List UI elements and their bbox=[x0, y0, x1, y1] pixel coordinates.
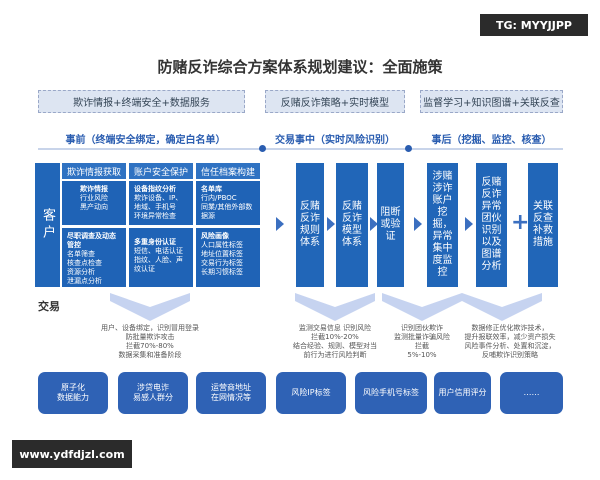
client-label: 客户 bbox=[35, 163, 60, 287]
capability-box: 风险IP标签 bbox=[276, 372, 346, 414]
capability-box: 风险手机号标签 bbox=[355, 372, 427, 414]
cell-title: 欺诈情报 bbox=[80, 185, 108, 193]
chevron-down-icon bbox=[462, 293, 542, 321]
timeline bbox=[38, 148, 563, 150]
cell-title: 尽职调查及动态管控 bbox=[67, 232, 116, 249]
phase-during: 交易事中（实时风险识别） bbox=[275, 135, 395, 146]
grid-cell: 设备指纹分析欺诈设备、IP、地域、手机号环境异常检查 bbox=[129, 181, 193, 225]
cell-title: 风险画像 bbox=[201, 232, 229, 240]
capability-box: 用户信用评分 bbox=[434, 372, 491, 414]
arrow-right-icon bbox=[370, 217, 378, 231]
cell-title: 多重身份认证 bbox=[134, 238, 176, 246]
cell-line: 资源分析 bbox=[67, 268, 95, 276]
watermark-bottom: www.ydfdjzl.com bbox=[12, 440, 132, 468]
arrow-right-icon bbox=[465, 217, 473, 231]
transaction-label: 交易 bbox=[38, 300, 60, 313]
top-box-during: 反赌反诈策略+实时模型 bbox=[265, 90, 405, 113]
page-title: 防赌反诈综合方案体系规划建议：全面施策 bbox=[157, 58, 443, 76]
column-header: 账户安全保护 bbox=[129, 163, 193, 179]
pillar-rules: 反赌反诈规则体系 bbox=[296, 163, 324, 287]
watermark-top: TG: MYYJJPP bbox=[480, 14, 588, 36]
pillar-graph: 反赌反诈异常团伙识别以及图谱分析 bbox=[476, 163, 507, 287]
note-during: 监测交易信息 识别风险拦截10%-20%结合经验、规则、模型对当前行为进行风险判… bbox=[293, 324, 377, 359]
timeline-dot bbox=[259, 145, 266, 152]
pillar-mining: 涉赌涉诈账户挖掘，异常集中度监控 bbox=[427, 163, 458, 287]
cell-line: 短信、电话认证 bbox=[134, 247, 183, 255]
capability-box-more: …… bbox=[500, 372, 563, 414]
capability-box: 运营商地址在网情况等 bbox=[196, 372, 266, 414]
cell-line: 同業/其他外部数据源 bbox=[201, 203, 253, 220]
arrow-right-icon bbox=[327, 217, 335, 231]
grid-cell: 欺诈情报行业风险黑产动向 bbox=[62, 181, 126, 225]
cell-line: 行内/PBOC bbox=[201, 194, 237, 202]
note-post: 数据修正优化欺诈技术，提升报联效率，减少资产损失风险事件分析、处置和沉淀，反哺欺… bbox=[464, 324, 556, 359]
grid-cell: 多重身份认证短信、电话认证指纹、人脸、声纹认证 bbox=[129, 228, 193, 287]
cell-line: 黑产动向 bbox=[80, 203, 108, 211]
timeline-dot bbox=[405, 145, 412, 152]
cell-line: 环境异常检查 bbox=[134, 212, 176, 220]
grid-cell: 尽职调查及动态管控名单筛查核查点检查资源分析泄漏点分析 bbox=[62, 228, 126, 287]
pillar-models: 反赌反诈模型体系 bbox=[336, 163, 368, 287]
chevron-down-icon bbox=[382, 293, 462, 321]
arrow-right-icon bbox=[276, 217, 284, 231]
cell-line: 名单筛查 bbox=[67, 250, 95, 258]
capability-box: 涉贷电诈易感人群分 bbox=[118, 372, 188, 414]
cell-line: 指纹、人脸、声纹认证 bbox=[134, 256, 183, 273]
column-header: 信任档案构建 bbox=[196, 163, 260, 179]
cell-line: 交易行为标签 bbox=[201, 259, 243, 267]
capability-box: 原子化数据能力 bbox=[38, 372, 108, 414]
cell-line: 人口属性标签 bbox=[201, 241, 243, 249]
cell-title: 设备指纹分析 bbox=[134, 185, 176, 193]
chevron-down-icon bbox=[295, 293, 375, 321]
cell-line: 核查点检查 bbox=[67, 259, 102, 267]
cell-line: 地址位置标签 bbox=[201, 250, 243, 258]
plus-icon: + bbox=[511, 210, 530, 235]
cell-line: 行业风险 bbox=[80, 194, 108, 202]
top-box-pre: 欺诈情报+终端安全+数据服务 bbox=[38, 90, 245, 113]
grid-cell: 风险画像人口属性标签地址位置标签交易行为标签长期习惯标签 bbox=[196, 228, 260, 287]
pillar-remedy: 关联反查补救措施 bbox=[528, 163, 558, 287]
phase-post: 事后（挖掘、监控、核查） bbox=[431, 135, 552, 146]
column-header: 欺诈情报获取 bbox=[62, 163, 126, 179]
top-box-post: 监督学习+知识图谱+关联反查 bbox=[420, 90, 563, 113]
cell-title: 名单库 bbox=[201, 185, 222, 193]
arrow-right-icon bbox=[414, 217, 422, 231]
pillar-block: 阻断或验证 bbox=[377, 163, 404, 287]
cell-line: 欺诈设备、IP、地域、手机号 bbox=[134, 194, 183, 211]
note-pre: 用户、设备绑定，识别冒用登录防批量欺诈攻击拦截70%-80%数据采集和准备阶段 bbox=[101, 324, 199, 359]
phase-pre: 事前（终端安全绑定，确定白名单） bbox=[65, 135, 226, 146]
cell-line: 泄漏点分析 bbox=[67, 277, 102, 285]
cell-line: 长期习惯标签 bbox=[201, 268, 243, 276]
chevron-down-icon bbox=[110, 293, 190, 321]
